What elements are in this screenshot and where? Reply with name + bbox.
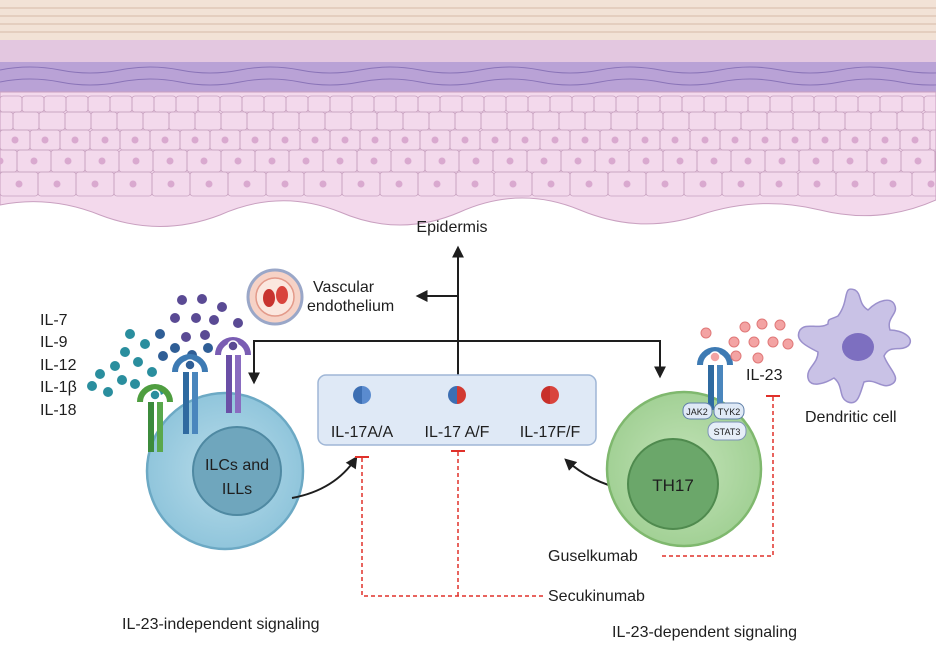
receptor-icon	[215, 337, 251, 413]
caption-il23-independent: IL-23-independent signaling	[122, 616, 319, 633]
epidermis-label: Epidermis	[416, 219, 487, 236]
ilc-cell: ILCs and ILLs	[145, 391, 305, 551]
cytokine-label: IL-1β	[40, 379, 77, 396]
skin-layers	[0, 0, 936, 227]
secukinumab-inhibit-aa	[361, 458, 545, 597]
stratum-corneum	[0, 0, 936, 40]
cytokine-list: IL-7 IL-9 IL-12 IL-1β IL-18	[40, 312, 77, 419]
il23-receptor-icon	[697, 347, 733, 410]
il23-label: IL-23	[746, 367, 783, 384]
svg-text:JAK2: JAK2	[686, 407, 708, 417]
dendritic-label: Dendritic cell	[805, 409, 897, 426]
il17-label: IL-17A/A	[331, 424, 394, 441]
signal-arrows	[248, 245, 666, 385]
tyk2-badge: TYK2	[713, 402, 745, 420]
vascular-label-line1: Vascular	[313, 279, 375, 296]
arrow-bracket-cells	[248, 340, 666, 385]
il17af-icon	[448, 386, 466, 404]
ilc-label-line1: ILCs and	[205, 457, 269, 474]
guselkumab-label: Guselkumab	[548, 548, 638, 565]
il17-cytokine-box: IL-17A/A IL-17 A/F IL-17F/F	[317, 374, 597, 446]
il23-dots	[700, 318, 794, 364]
vascular-label-line2: endothelium	[307, 298, 394, 315]
dendritic-cell-icon	[797, 288, 911, 404]
il17-label: IL-17 A/F	[425, 424, 490, 441]
cytokine-label: IL-18	[40, 402, 77, 419]
corneum-lines	[0, 7, 936, 33]
stratum-lucidum	[0, 62, 936, 92]
cytokine-dots	[87, 294, 243, 397]
secukinumab-label: Secukinumab	[548, 588, 645, 605]
lucidum-texture	[0, 66, 936, 86]
il17ff-icon	[541, 386, 559, 404]
inhibition-tbars	[355, 395, 780, 458]
caption-il23-dependent: IL-23-dependent signaling	[612, 624, 797, 641]
guselkumab-inhibit-il23	[662, 396, 774, 557]
il17aa-icon	[353, 386, 371, 404]
svg-text:TYK2: TYK2	[718, 407, 741, 417]
receptor-icon	[137, 384, 173, 452]
th17-label: TH17	[652, 476, 694, 495]
stratum-spinosum	[0, 91, 936, 227]
ilc-label-line2: ILLs	[222, 481, 252, 498]
jak2-badge: JAK2	[682, 402, 713, 420]
receptor-icon	[172, 354, 208, 434]
blood-vessel-icon	[246, 268, 304, 326]
cytokine-label: IL-9	[40, 334, 68, 351]
stat3-badge: STAT3	[707, 421, 747, 441]
keratinocyte-grid	[0, 95, 936, 197]
stratum-granulosum	[0, 40, 936, 62]
arrow-ilc-to-il17	[291, 455, 358, 499]
inhibition-lines	[361, 396, 774, 597]
il17-label: IL-17F/F	[520, 424, 581, 441]
cytokine-label: IL-12	[40, 357, 77, 374]
cytokine-label: IL-7	[40, 312, 68, 329]
svg-text:STAT3: STAT3	[714, 427, 741, 437]
